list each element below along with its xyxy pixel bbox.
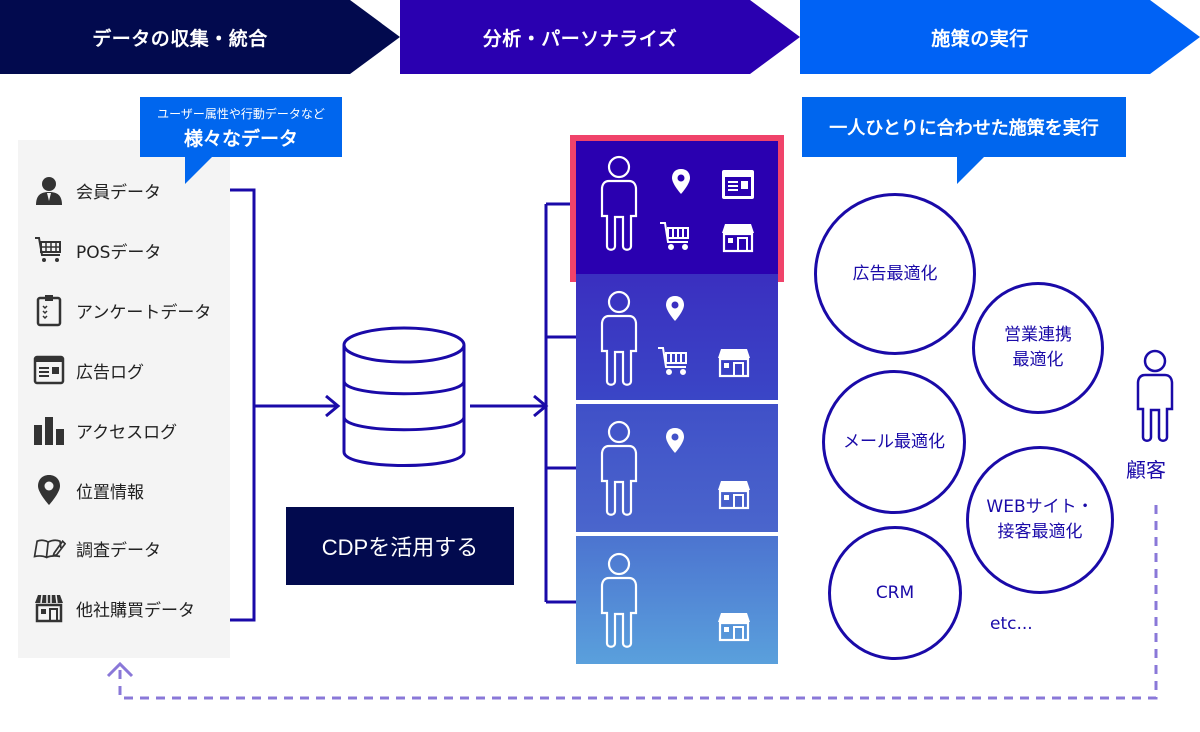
data-item-location: 位置情報 (32, 472, 144, 508)
measure-email-optimization: メール最適化 (822, 370, 966, 514)
data-item-survey: アンケートデータ (32, 292, 211, 328)
measure-label: 営業連携 最適化 (1004, 325, 1072, 370)
feedback-loop-line (118, 505, 1158, 700)
cart-icon (32, 233, 66, 267)
measure-website-optimization: WEBサイト・ 接客最適化 (966, 446, 1114, 594)
step-execute: 施策の実行 (800, 0, 1200, 74)
data-item-label: 他社購買データ (76, 600, 195, 621)
customer-person-icon (1136, 349, 1174, 442)
segments-branches (546, 202, 576, 604)
data-item-access-log: アクセスログ (32, 412, 177, 448)
cart-icon (658, 347, 687, 375)
bubble-subtitle: ユーザー属性や行動データなど (157, 107, 325, 121)
segment-card-2 (576, 274, 778, 400)
segment-card-4 (576, 536, 778, 664)
execute-bubble: 一人ひとりに合わせた施策を実行 (802, 97, 1126, 157)
person-icon (600, 552, 638, 648)
person-icon (600, 420, 638, 516)
step-label: 施策の実行 (931, 27, 1029, 50)
browser-ad-icon (32, 353, 66, 387)
measure-label: WEBサイト・ 接客最適化 (986, 497, 1094, 542)
data-item-member: 会員データ (32, 172, 161, 208)
segment-card-3 (576, 404, 778, 532)
bubble-tail (185, 156, 213, 184)
data-item-third-party-purchase: 他社購買データ (32, 590, 195, 626)
measure-label: CRM (875, 582, 915, 603)
feedback-arrow-head (106, 661, 134, 678)
etc-label: etc... (990, 614, 1033, 634)
bubble-title: 様々なデータ (183, 128, 298, 150)
store-icon (718, 349, 750, 378)
book-pen-icon (32, 531, 66, 565)
data-variety-bubble: ユーザー属性や行動データなど 様々なデータ (140, 97, 342, 157)
data-item-pos: POSデータ (32, 232, 161, 268)
map-pin-icon (666, 428, 684, 453)
data-item-research: 調査データ (32, 530, 161, 566)
measure-sales-collaboration: 営業連携 最適化 (972, 282, 1104, 414)
data-item-label: アンケートデータ (76, 302, 212, 323)
customer-label: 顧客 (1126, 458, 1166, 482)
segment-card-1 (570, 135, 784, 282)
database-icon (342, 326, 466, 467)
data-item-label: POSデータ (76, 242, 162, 263)
data-item-ad-log: 広告ログ (32, 352, 144, 388)
measure-ad-optimization: 広告最適化 (814, 193, 976, 355)
step-collect-integrate: データの収集・統合 (0, 0, 400, 74)
map-pin-icon (672, 169, 690, 194)
step-label: 分析・パーソナライズ (482, 27, 678, 50)
bar-chart-icon (32, 413, 66, 447)
data-item-label: 調査データ (76, 540, 161, 561)
store-icon (32, 591, 66, 625)
person-icon (600, 155, 638, 251)
measure-label: 広告最適化 (852, 263, 938, 284)
browser-ad-icon (722, 170, 754, 199)
step-analyze-personalize: 分析・パーソナライズ (400, 0, 800, 74)
execute-bubble-tail (957, 156, 985, 184)
map-pin-icon (666, 296, 684, 321)
measure-label: メール最適化 (843, 431, 945, 452)
data-item-label: 位置情報 (76, 482, 144, 503)
use-cdp-button[interactable]: CDPを活用する (286, 507, 514, 585)
store-icon (718, 613, 750, 642)
step-label: データの収集・統合 (92, 27, 268, 50)
person-icon (600, 290, 638, 386)
data-sources-panel (18, 140, 230, 658)
store-icon (722, 224, 754, 253)
collect-bracket (230, 188, 256, 622)
store-icon (718, 481, 750, 510)
measure-crm: CRM (828, 526, 962, 660)
clipboard-icon (32, 293, 66, 327)
cart-icon (660, 222, 689, 250)
map-pin-icon (32, 473, 66, 507)
data-item-label: 広告ログ (76, 362, 144, 383)
data-item-label: アクセスログ (76, 422, 178, 443)
data-item-label: 会員データ (76, 182, 161, 203)
user-icon (32, 173, 66, 207)
collect-arrow-head (325, 394, 341, 418)
